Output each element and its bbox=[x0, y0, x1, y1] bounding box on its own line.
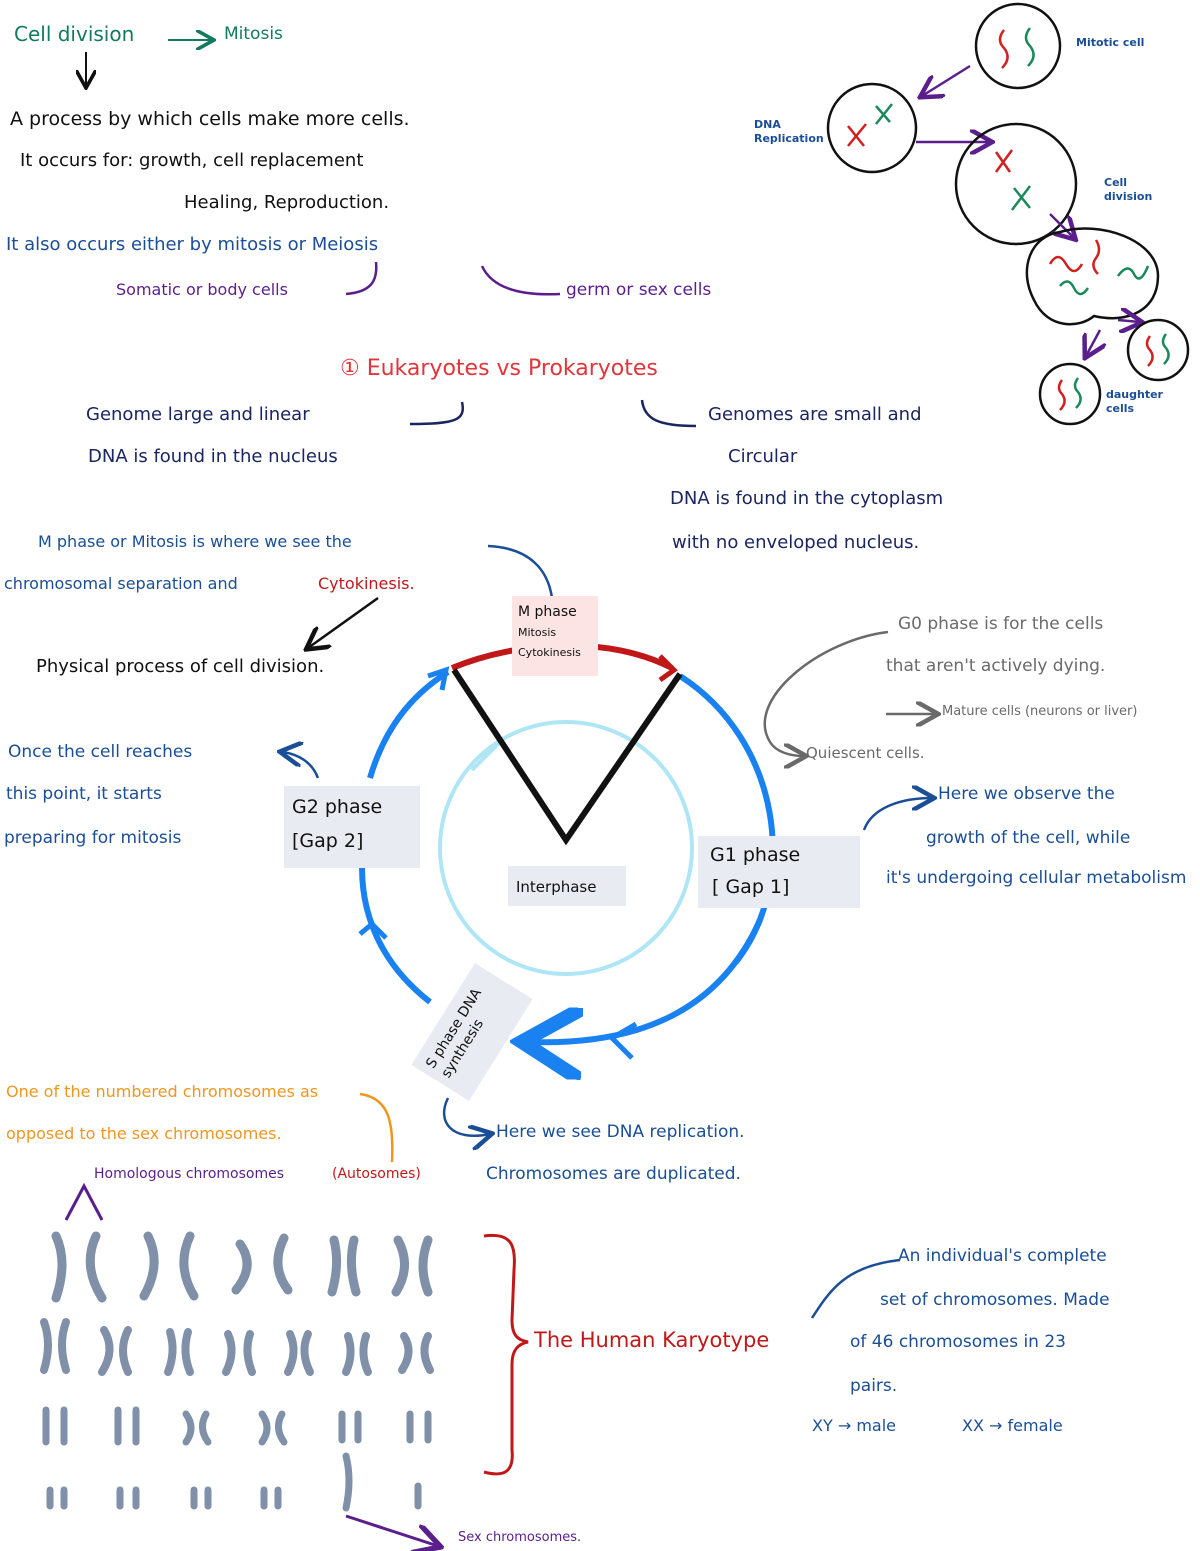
cell-division-label: Cell division bbox=[1104, 176, 1153, 203]
m-phase-box-mitosis: Mitosis bbox=[518, 626, 557, 639]
intro-line3: Healing, Reproduction. bbox=[184, 192, 390, 213]
karyotype-chromosomes bbox=[40, 1231, 434, 1512]
physical-arrow bbox=[308, 596, 379, 648]
dna-replication-label: DNA Replication bbox=[754, 118, 824, 145]
m-phase-note-line1: M phase or Mitosis is where we see the bbox=[38, 532, 352, 551]
homologous-caret bbox=[64, 1182, 104, 1221]
g0-note-line1: G0 phase is for the cells bbox=[898, 614, 1104, 634]
sex-connector bbox=[345, 1514, 438, 1546]
g0-note-line2: that aren't actively dying. bbox=[886, 656, 1106, 676]
mitosis-diagram bbox=[826, 2, 1190, 426]
s-note-line2: Chromosomes are duplicated. bbox=[486, 1164, 741, 1184]
autosome-note-line2: opposed to the sex chromosomes. bbox=[6, 1124, 282, 1143]
g2-note-line3: preparing for mitosis bbox=[4, 828, 182, 848]
g0-connector bbox=[763, 630, 889, 756]
interphase-label: Interphase bbox=[516, 878, 597, 896]
prokaryote-nucleus: with no enveloped nucleus. bbox=[672, 532, 920, 553]
daughter-cells-label: daughter cells bbox=[1106, 388, 1163, 415]
g2-note-line1: Once the cell reaches bbox=[8, 742, 193, 762]
g2-box-title: G2 phase bbox=[292, 796, 383, 818]
telophase-cell bbox=[1025, 227, 1160, 326]
eukaryote-dna: DNA is found in the nucleus bbox=[88, 446, 338, 467]
homologous-label: Homologous chromosomes bbox=[94, 1166, 285, 1182]
parent-cell-label: Mitotic cell bbox=[1076, 36, 1145, 49]
daughter-cell-left bbox=[1038, 362, 1102, 426]
interphase-ring bbox=[438, 720, 694, 976]
eukaryote-genome: Genome large and linear bbox=[86, 404, 310, 425]
g2-note-connector bbox=[282, 752, 320, 779]
g2-phase-box: G2 phase [Gap 2] bbox=[284, 786, 420, 868]
m-phase-note-line2: chromosomal separation and bbox=[4, 574, 238, 593]
prokaryote-circular: Circular bbox=[728, 446, 798, 467]
dividing-cell bbox=[954, 122, 1078, 246]
s-note-line1: Here we see DNA replication. bbox=[496, 1122, 745, 1142]
g1-to-s-arc bbox=[528, 918, 763, 1042]
physical-process-label: Physical process of cell division. bbox=[36, 656, 325, 677]
g1-box-title: G1 phase bbox=[710, 844, 801, 866]
m-phase-box-title: M phase bbox=[518, 604, 577, 620]
g1-note-connector bbox=[862, 798, 932, 831]
somatic-connector bbox=[345, 261, 378, 296]
g0-note-line4: Quiescent cells. bbox=[806, 744, 925, 762]
karyotype-desc-line1: An individual's complete bbox=[898, 1246, 1107, 1266]
intro-line2: It occurs for: growth, cell replacement bbox=[20, 150, 364, 171]
prokaryote-dna: DNA is found in the cytoplasm bbox=[670, 488, 944, 509]
s-note-connector bbox=[442, 1097, 490, 1136]
germ-label: germ or sex cells bbox=[566, 280, 712, 300]
g1-box-gap: [ Gap 1] bbox=[712, 876, 790, 898]
somatic-label: Somatic or body cells bbox=[116, 280, 288, 299]
prokaryote-genome: Genomes are small and bbox=[708, 404, 922, 425]
heading-arrow bbox=[86, 40, 212, 86]
g2-box-gap: [Gap 2] bbox=[292, 830, 364, 852]
daughter-cell-right bbox=[1126, 318, 1190, 382]
g0-note-line3: Mature cells (neurons or liver) bbox=[942, 704, 1138, 719]
orange-connector bbox=[359, 1092, 394, 1163]
autosome-note-line1: One of the numbered chromosomes as bbox=[6, 1082, 319, 1101]
parent-cell bbox=[974, 2, 1062, 90]
xy-male-label: XY → male bbox=[812, 1416, 896, 1435]
intro-line1: A process by which cells make more cells… bbox=[10, 108, 410, 130]
autosomes-label: (Autosomes) bbox=[332, 1166, 421, 1182]
g1-note-line2: growth of the cell, while bbox=[926, 828, 1131, 848]
sex-chromosomes-label: Sex chromosomes. bbox=[458, 1530, 582, 1545]
cytokinesis-label: Cytokinesis. bbox=[318, 574, 415, 593]
g1-phase-box: G1 phase [ Gap 1] bbox=[698, 836, 860, 908]
interphase-box: Interphase bbox=[508, 866, 626, 906]
prokaryote-connector bbox=[640, 399, 697, 428]
eukaryote-connector bbox=[409, 401, 465, 426]
karyotype-desc-line4: pairs. bbox=[850, 1376, 898, 1396]
xx-female-label: XX → female bbox=[962, 1416, 1063, 1435]
intro-line4: It also occurs either by mitosis or Meio… bbox=[6, 234, 379, 255]
m-phase-box-cytokinesis: Cytokinesis bbox=[518, 646, 581, 659]
m-note-connector bbox=[487, 544, 554, 599]
g1-note-line3: it's undergoing cellular metabolism bbox=[886, 868, 1187, 888]
heading-mitosis: Mitosis bbox=[224, 24, 283, 44]
v-shape bbox=[451, 668, 683, 846]
g1-arc bbox=[678, 673, 776, 964]
germ-connector bbox=[480, 265, 561, 296]
karyotype-brace bbox=[483, 1233, 529, 1476]
cell-cycle bbox=[358, 642, 776, 1058]
karyotype-desc-connector bbox=[810, 1258, 901, 1319]
g1-note-line1: Here we observe the bbox=[938, 784, 1115, 804]
comparison-title: ① Eukaryotes vs Prokaryotes bbox=[340, 356, 658, 381]
karyotype-desc-line2: set of chromosomes. Made bbox=[880, 1290, 1110, 1310]
karyotype-title: The Human Karyotype bbox=[534, 1328, 770, 1352]
g2-note-line2: this point, it starts bbox=[6, 784, 162, 804]
karyotype-desc-line3: of 46 chromosomes in 23 bbox=[850, 1332, 1066, 1352]
m-phase-box: M phase Mitosis Cytokinesis bbox=[512, 596, 598, 676]
g2-to-m-arc bbox=[367, 669, 450, 779]
replication-cell bbox=[826, 82, 918, 174]
heading-cell-division: Cell division bbox=[14, 22, 135, 46]
